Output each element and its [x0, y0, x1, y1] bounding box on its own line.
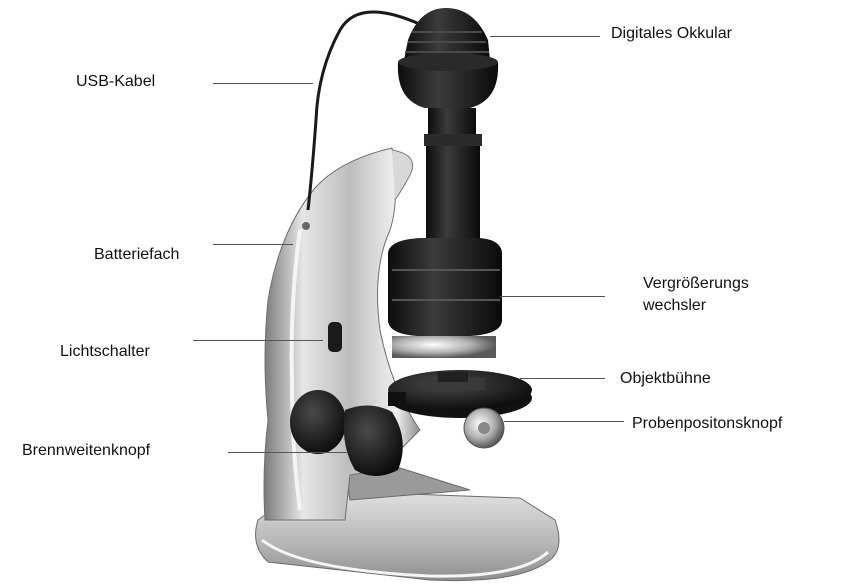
stage-drawing — [388, 370, 532, 418]
label-focus-knob: Brennweitenknopf — [22, 441, 150, 461]
focus-knob-leader — [228, 452, 348, 453]
battery-leader — [213, 244, 293, 245]
sample-knob-drawing — [464, 408, 504, 448]
magnification-changer-drawing — [388, 238, 502, 358]
label-usb-cable: USB-Kabel — [76, 72, 155, 92]
label-light-switch: Lichtschalter — [60, 342, 150, 362]
magnification-leader — [500, 296, 605, 297]
label-stage: Objektbühne — [620, 369, 711, 389]
label-battery-compartment: Batteriefach — [94, 245, 179, 265]
light-switch-leader — [193, 340, 323, 341]
digital-eyepiece-drawing — [398, 8, 498, 108]
stage-leader — [520, 378, 605, 379]
label-magnification-changer: Vergrößerungs wechsler — [643, 273, 783, 317]
usb-cable-leader — [213, 83, 313, 84]
label-sample-position-knob: Probenpositonsknopf — [632, 414, 782, 434]
label-digital-eyepiece: Digitales Okkular — [611, 24, 732, 44]
microscope-tube — [424, 108, 482, 246]
sample-knob-leader — [504, 421, 624, 422]
eyepiece-leader — [490, 36, 600, 37]
